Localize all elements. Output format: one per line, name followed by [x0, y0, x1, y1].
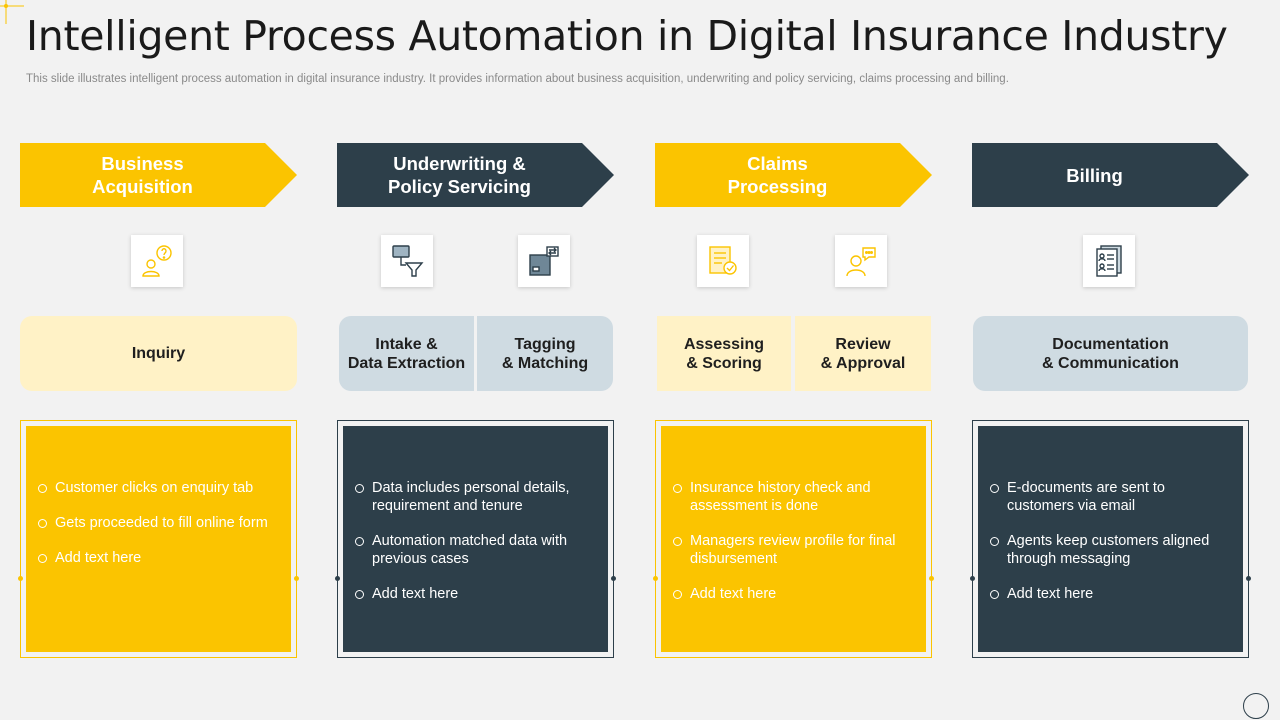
list-item: Add text here — [990, 585, 1235, 603]
bullet-text: Add text here — [1007, 586, 1094, 602]
column-billing: Billing Documentation & Communication E-… — [970, 143, 1251, 658]
step-assessing-scoring: Assessing & Scoring — [657, 316, 791, 391]
detail-panel: Customer clicks on enquiry tab Gets proc… — [18, 420, 299, 658]
step-intake-data-extraction: Intake & Data Extraction — [339, 316, 474, 391]
data-funnel-icon — [392, 245, 424, 277]
bullet-text: Gets proceeded to fill online form — [55, 515, 268, 531]
icon-tile — [518, 235, 570, 287]
bullet-ring-icon — [990, 484, 999, 493]
slide-nav-button[interactable] — [1243, 693, 1269, 719]
icon-tile — [697, 235, 749, 287]
connector-dot — [1246, 576, 1251, 581]
bullet-ring-icon — [990, 590, 999, 599]
connector-dot — [929, 576, 934, 581]
list-item: Add text here — [355, 585, 600, 603]
bullet-ring-icon — [38, 519, 47, 528]
bullet-ring-icon — [355, 484, 364, 493]
customer-documents-icon — [1096, 245, 1122, 277]
icon-tile — [835, 235, 887, 287]
connector-dot — [653, 576, 658, 581]
stage-label: Billing — [1066, 164, 1123, 186]
slide-title: Intelligent Process Automation in Digita… — [26, 12, 1228, 60]
bullet-ring-icon — [673, 484, 682, 493]
bullet-ring-icon — [38, 484, 47, 493]
bullet-text: Add text here — [372, 586, 459, 602]
bullet-text: Customer clicks on enquiry tab — [55, 480, 254, 496]
bullet-ring-icon — [355, 590, 364, 599]
list-item: Add text here — [673, 585, 918, 603]
slide-subtitle: This slide illustrates intelligent proce… — [26, 73, 1009, 85]
bullet-ring-icon — [355, 537, 364, 546]
connector-dot — [294, 576, 299, 581]
list-item: Managers review profile for final disbur… — [673, 532, 918, 568]
step-tagging-matching: Tagging & Matching — [477, 316, 613, 391]
list-item: Add text here — [38, 549, 283, 567]
step-documentation-communication: Documentation & Communication — [973, 316, 1248, 391]
bullet-ring-icon — [38, 554, 47, 563]
bullet-text: Data includes personal details, requirem… — [372, 480, 570, 514]
detail-panel: Insurance history check and assessment i… — [653, 420, 934, 658]
column-underwriting: Underwriting & Policy Servicing Intake &… — [335, 143, 616, 658]
person-question-icon — [142, 245, 172, 277]
icon-tile — [1083, 235, 1135, 287]
bullet-text: E-documents are sent to customers via em… — [1007, 480, 1165, 514]
stage-arrow: Billing — [972, 143, 1249, 207]
bullet-text: Managers review profile for final disbur… — [690, 533, 896, 567]
document-check-icon — [709, 246, 737, 275]
step-inquiry: Inquiry — [20, 316, 297, 391]
list-item: Automation matched data with previous ca… — [355, 532, 600, 568]
step-review-approval: Review & Approval — [795, 316, 931, 391]
list-item: Gets proceeded to fill online form — [38, 514, 283, 532]
stage-label: Business Acquisition — [92, 153, 193, 197]
bullet-text: Agents keep customers aligned through me… — [1007, 533, 1210, 567]
stage-arrow: Claims Processing — [655, 143, 932, 207]
bullet-ring-icon — [673, 590, 682, 599]
list-item: Customer clicks on enquiry tab — [38, 479, 283, 497]
list-item: Agents keep customers aligned through me… — [990, 532, 1235, 568]
stage-label: Claims Processing — [727, 153, 828, 197]
list-item: Insurance history check and assessment i… — [673, 479, 918, 515]
column-claims-processing: Claims Processing Assessing & Scoring Re… — [653, 143, 934, 658]
bullet-text: Insurance history check and assessment i… — [690, 480, 871, 514]
stage-arrow: Business Acquisition — [20, 143, 297, 207]
bullet-ring-icon — [673, 537, 682, 546]
connector-dot — [970, 576, 975, 581]
stage-arrow: Underwriting & Policy Servicing — [337, 143, 614, 207]
corner-decoration — [0, 0, 24, 24]
bullet-text: Add text here — [690, 586, 777, 602]
detail-panel: E-documents are sent to customers via em… — [970, 420, 1251, 658]
icon-tile — [131, 235, 183, 287]
icon-tile — [381, 235, 433, 287]
connector-dot — [335, 576, 340, 581]
detail-panel: Data includes personal details, requirem… — [335, 420, 616, 658]
column-business-acquisition: Business Acquisition Inquiry Customer cl… — [18, 143, 299, 658]
person-chat-icon — [846, 247, 876, 277]
tagging-box-icon — [529, 246, 559, 276]
connector-dot — [611, 576, 616, 581]
list-item: Data includes personal details, requirem… — [355, 479, 600, 515]
bullet-text: Add text here — [55, 550, 142, 566]
bullet-text: Automation matched data with previous ca… — [372, 533, 568, 567]
connector-dot — [18, 576, 23, 581]
list-item: E-documents are sent to customers via em… — [990, 479, 1235, 515]
stage-label: Underwriting & Policy Servicing — [388, 153, 531, 197]
bullet-ring-icon — [990, 537, 999, 546]
